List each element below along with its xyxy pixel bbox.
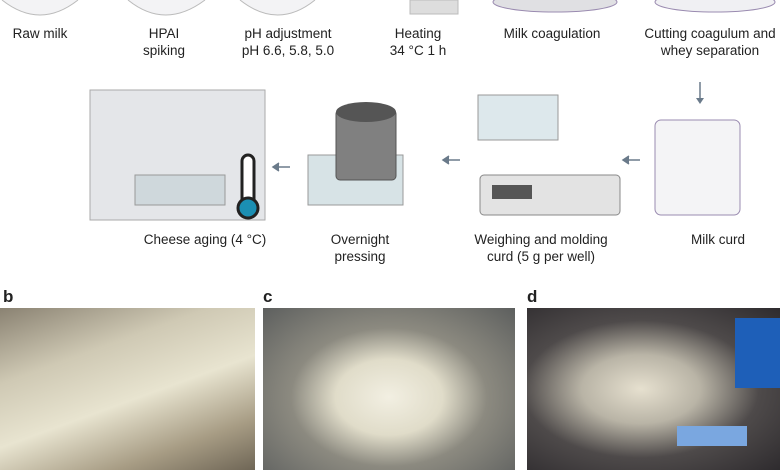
beaker-raw-milk <box>1 0 79 16</box>
photo-molded-cheese-plate <box>527 308 780 470</box>
beaker-ph <box>239 0 316 16</box>
heater <box>409 0 459 15</box>
photo-curd-cubes <box>0 308 255 470</box>
beaker-hpai <box>127 0 206 16</box>
cutting-vat <box>654 0 776 13</box>
coagulation-vat <box>492 0 618 13</box>
blue-container <box>735 318 780 388</box>
panel-label-b: b <box>3 287 14 306</box>
step-cheese-aging: Cheese aging (4 °C) <box>143 232 267 247</box>
panel-label-c: c <box>263 287 273 306</box>
step-milk-curd: Milk curd <box>690 232 746 247</box>
panel-label-d: d <box>527 287 538 306</box>
workflow-illustrations <box>1 0 776 221</box>
step-raw-milk: Raw milk <box>12 26 68 41</box>
scale-display <box>677 426 747 446</box>
step-milk-coagulation: Milk coagulation <box>503 26 601 41</box>
mold-plate <box>477 94 559 141</box>
curd-vat <box>654 119 741 216</box>
photo-pressed-curd <box>263 308 515 470</box>
